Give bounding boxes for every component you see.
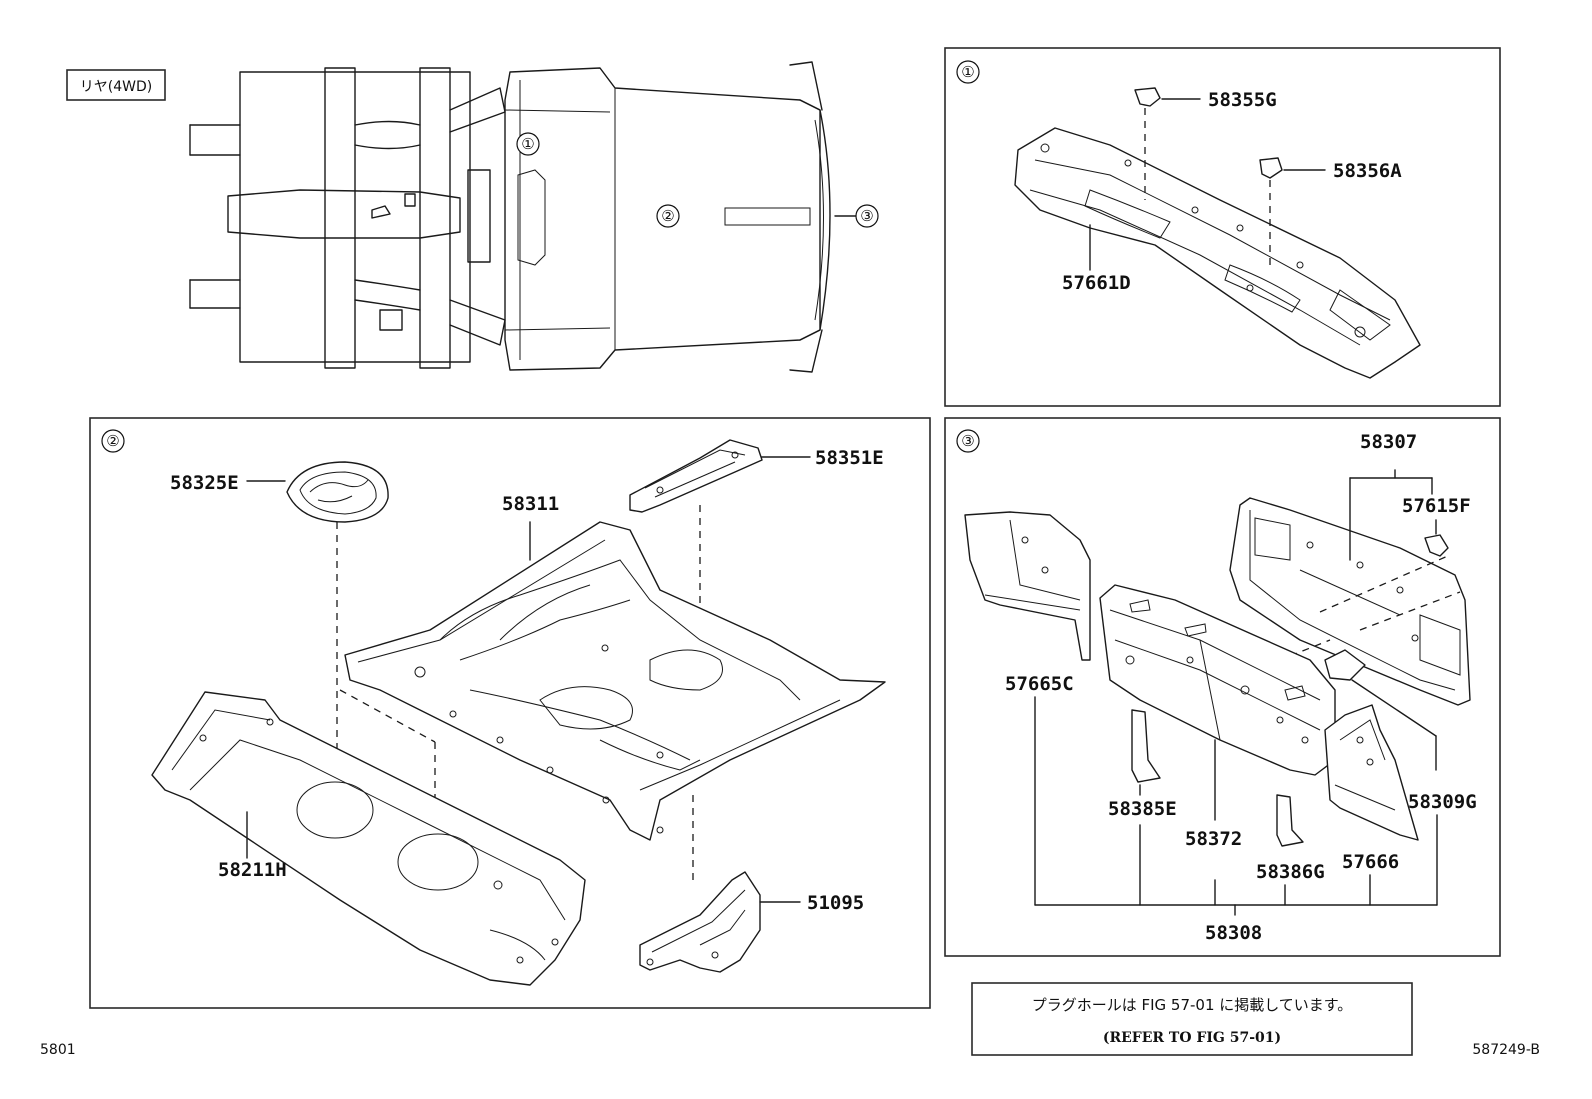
label-57661d: 57661D [1062, 272, 1131, 294]
label-58309g: 58309G [1408, 791, 1477, 813]
side-panel-57666 [1324, 704, 1419, 841]
label-58311: 58311 [502, 493, 559, 515]
plate-58309g [1324, 649, 1366, 681]
clip-58355g [1134, 87, 1161, 107]
panel-3: ③ [944, 417, 1501, 957]
label-58386g: 58386G [1256, 861, 1325, 883]
region-tag: リヤ(4WD) [66, 69, 166, 101]
label-51095: 51095 [807, 892, 864, 914]
panel-1: ① 58355G 58356A 57661D [944, 47, 1501, 407]
figure-code: 587249-B [1472, 1042, 1540, 1058]
note-line-1: プラグホールは FIG 57-01 に掲載しています。 [1032, 996, 1353, 1014]
page-code: 5801 [40, 1042, 76, 1058]
crossmember-57661d [1014, 127, 1421, 379]
note-line-2: (REFER TO FIG 57-01) [1103, 1030, 1281, 1046]
label-58385e: 58385E [1108, 798, 1177, 820]
label-58356a: 58356A [1333, 160, 1402, 182]
label-58351e: 58351E [815, 447, 884, 469]
label-58355g: 58355G [1208, 89, 1277, 111]
bracket-58385e [1131, 709, 1161, 783]
label-58325e: 58325E [170, 472, 239, 494]
label-57665c: 57665C [1005, 673, 1074, 695]
back-panel-58307 [1229, 497, 1471, 706]
reference-note: プラグホールは FIG 57-01 に掲載しています。 (REFER TO FI… [971, 982, 1413, 1056]
clip-58356a [1259, 157, 1283, 179]
panel-2: ② [89, 417, 931, 1009]
label-58307: 58307 [1360, 431, 1417, 453]
reinforcement-58351e [629, 439, 763, 513]
svg-text:②: ② [661, 207, 674, 225]
rear-floor-pan-58311 [344, 521, 886, 841]
overview-callout-1: ① [516, 132, 540, 156]
label-57666: 57666 [1342, 851, 1399, 873]
svg-text:②: ② [106, 432, 119, 450]
overview-floor-drawing [189, 61, 831, 373]
svg-text:リヤ(4WD): リヤ(4WD) [80, 79, 152, 95]
svg-text:①: ① [521, 135, 534, 153]
label-58211h: 58211H [218, 859, 287, 881]
overview-callout-2: ② [656, 204, 680, 228]
side-panel-57665c [964, 511, 1091, 661]
cap-58325e [286, 461, 389, 523]
svg-text:①: ① [961, 63, 974, 81]
label-58372: 58372 [1185, 828, 1242, 850]
bracket-51095 [639, 871, 761, 973]
label-57615f: 57615F [1402, 495, 1471, 517]
svg-text:③: ③ [961, 432, 974, 450]
svg-text:③: ③ [860, 207, 873, 225]
overview-callout-3: ③ [834, 204, 879, 228]
center-floor-58211h [151, 691, 586, 986]
back-panel-58372 [1099, 584, 1336, 776]
clip-57615f [1424, 534, 1449, 557]
label-58308: 58308 [1205, 922, 1262, 944]
bracket-58386g [1276, 794, 1304, 847]
